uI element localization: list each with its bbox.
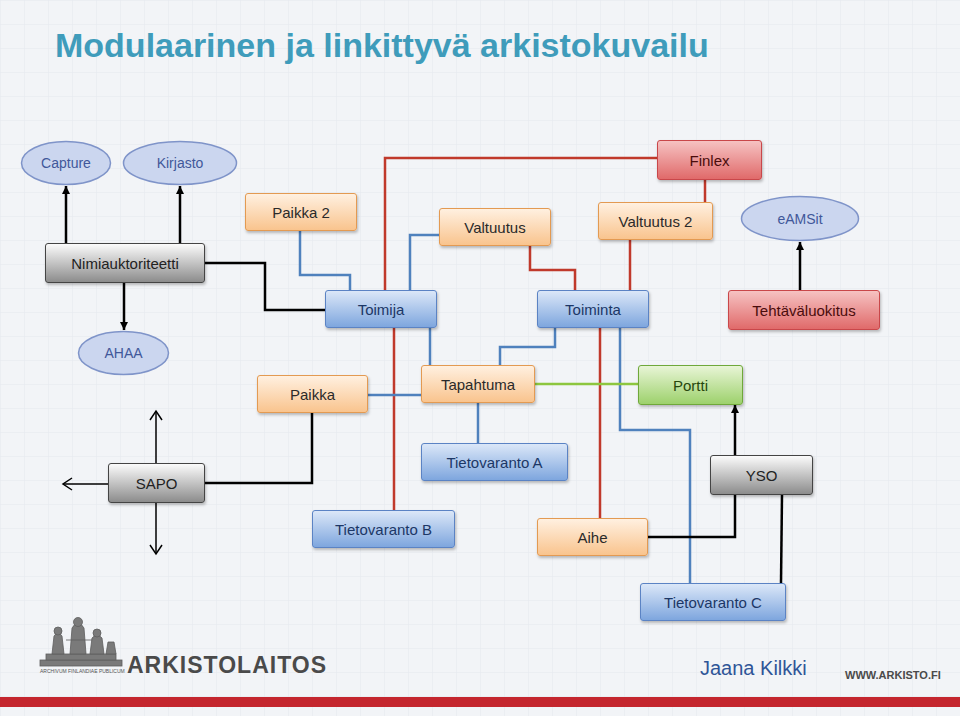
connector [65, 186, 68, 243]
portal-box: Portti [638, 365, 743, 405]
node-label: SAPO [136, 475, 178, 492]
author-name: Jaana Kilkki [700, 657, 807, 680]
entity-box: Valtuutus 2 [598, 202, 713, 240]
node-label: Aihe [577, 529, 607, 546]
connector [393, 328, 396, 510]
node-label: Toimija [358, 301, 405, 318]
entity-box: Valtuutus [439, 208, 551, 246]
node-label: eAMSit [777, 211, 822, 227]
logo-caption: ARCHIVUM FINLANDIAE PUBLICUM [40, 668, 125, 674]
connector [300, 231, 350, 290]
connector [648, 495, 735, 537]
connector [530, 246, 575, 290]
entity-box: Tapahtuma [421, 365, 535, 403]
connector [429, 328, 432, 365]
connector [477, 403, 480, 443]
node-label: Tietovaranto A [446, 454, 542, 471]
entity-box: Aihe [537, 518, 648, 556]
node-label: Tehtäväluokitus [752, 302, 855, 319]
connector [205, 263, 325, 310]
authority-box: Nimiauktoriteetti [45, 243, 205, 283]
connector [500, 328, 555, 365]
connector [368, 394, 421, 397]
node-label: Tietovaranto C [664, 594, 762, 611]
authority-ellipse: AHAA [77, 330, 170, 376]
connector [410, 235, 439, 290]
node-label: Tietovaranto B [335, 521, 432, 538]
node-label: YSO [746, 467, 778, 484]
connector [205, 413, 312, 483]
node-label: Kirjasto [157, 155, 204, 171]
node-label: Valtuutus 2 [619, 213, 693, 230]
entity-box: Tietovaranto C [640, 583, 786, 621]
node-label: Capture [41, 155, 91, 171]
connector [123, 283, 126, 330]
entity-box: Toiminta [537, 290, 649, 328]
entity-box: Toimija [325, 290, 437, 328]
connector [734, 405, 737, 455]
node-label: Toiminta [565, 301, 621, 318]
node-label: Portti [673, 377, 708, 394]
node-label: Paikka 2 [272, 204, 330, 221]
connector [535, 383, 638, 386]
connector [599, 328, 602, 518]
source-box: Finlex [657, 140, 762, 180]
website-url: WWW.ARKISTO.FI [845, 669, 941, 681]
authority-ellipse: eAMSit [740, 195, 860, 242]
node-label: Nimiauktoriteetti [71, 255, 179, 272]
authority-box: SAPO [108, 463, 205, 503]
brand-name: ARKISTOLAITOS [127, 652, 327, 679]
node-label: Tapahtuma [441, 376, 515, 393]
entity-box: Tietovaranto A [421, 443, 568, 481]
entity-box: Paikka [257, 375, 368, 413]
entity-box: Tietovaranto B [312, 510, 455, 548]
archive-logo [40, 618, 122, 667]
connector [629, 240, 632, 290]
connector [799, 242, 802, 290]
entity-box: Paikka 2 [245, 193, 357, 231]
authority-box: YSO [710, 455, 813, 495]
source-box: Tehtäväluokitus [728, 290, 880, 330]
diagram-title: Modulaarinen ja linkittyvä arkistokuvail… [55, 26, 709, 65]
authority-ellipse: Kirjasto [122, 140, 238, 186]
footer-bar [0, 697, 960, 707]
authority-ellipse: Capture [20, 140, 112, 186]
connector [179, 186, 182, 243]
node-label: Finlex [689, 152, 729, 169]
node-label: Valtuutus [464, 219, 525, 236]
node-label: AHAA [104, 345, 142, 361]
connector [781, 495, 782, 583]
node-label: Paikka [290, 386, 335, 403]
connector [704, 180, 707, 202]
